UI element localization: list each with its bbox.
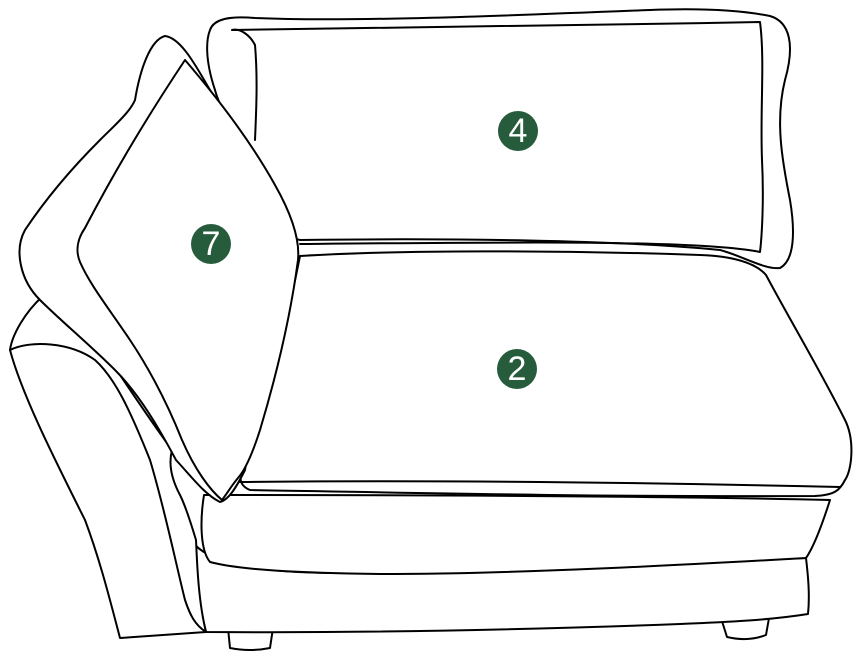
callout-number: 4 — [509, 114, 528, 148]
callout-badge-side-pillow[interactable]: 7 — [191, 224, 231, 264]
callout-badge-seat-cushion[interactable]: 2 — [497, 349, 537, 389]
callout-badge-back-cushion[interactable]: 4 — [498, 111, 538, 151]
callout-number: 2 — [508, 352, 527, 386]
seat-cushion — [241, 251, 852, 496]
callout-number: 7 — [202, 227, 221, 261]
sofa-front-rail — [202, 495, 830, 574]
